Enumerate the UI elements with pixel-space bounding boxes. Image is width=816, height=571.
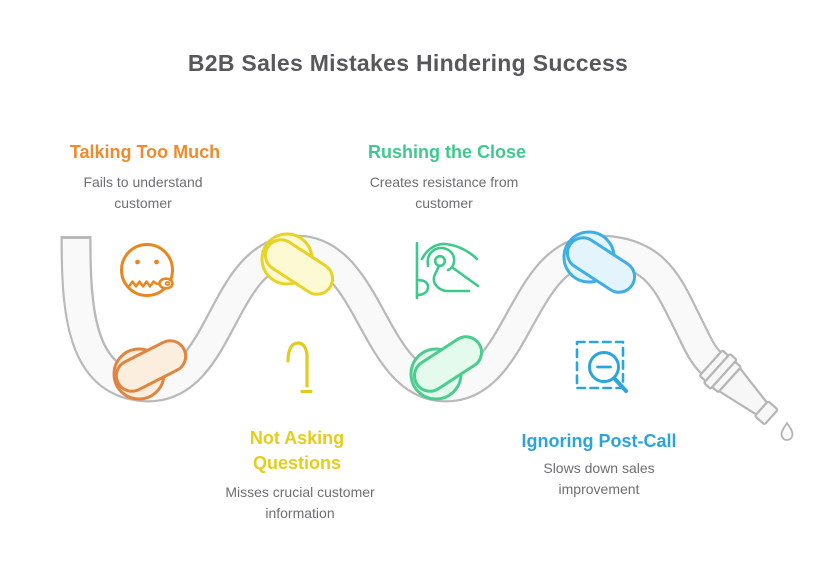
face-eye bbox=[135, 259, 140, 265]
mistake-label-rushing-the-close: Rushing the Close bbox=[367, 142, 526, 162]
hand-finger bbox=[451, 266, 480, 288]
zipper-teeth bbox=[127, 280, 162, 288]
zipped-mouth-face-icon bbox=[120, 243, 174, 297]
mistake-desc-talking-too-much: Fails to understand customer bbox=[83, 174, 203, 211]
hand-top bbox=[420, 242, 479, 261]
mistake-desc-not-asking-questions: Misses crucial customer information bbox=[225, 484, 375, 521]
knot-rushing-the-close bbox=[409, 335, 484, 401]
profile-bump bbox=[415, 278, 430, 297]
page-title: B2B Sales Mistakes Hindering Success bbox=[187, 50, 629, 76]
zipper-pull-hole bbox=[164, 281, 171, 286]
nozzle bbox=[699, 349, 779, 425]
knot-not-asking-questions bbox=[260, 232, 335, 296]
zoom-out-selection-icon bbox=[575, 340, 628, 393]
hook-curve bbox=[286, 341, 309, 388]
mistake-label-not-asking-questions: Not Asking Questions bbox=[249, 428, 345, 473]
knot-strand bbox=[412, 335, 484, 393]
face-outline bbox=[120, 243, 174, 297]
knot-strand bbox=[114, 339, 188, 393]
ear-stem bbox=[432, 264, 471, 293]
dashed-selection-box bbox=[575, 340, 625, 390]
knot-talking-too-much bbox=[112, 339, 188, 401]
ear-inner bbox=[433, 254, 447, 268]
knot-ignoring-post-call bbox=[562, 230, 637, 294]
face-eye bbox=[154, 259, 159, 265]
mistake-desc-rushing-the-close: Creates resistance from customer bbox=[369, 174, 519, 211]
question-hook-icon bbox=[286, 341, 313, 394]
mistake-desc-ignoring-post-call: Slows down sales improvement bbox=[543, 460, 655, 497]
mistake-label-talking-too-much: Talking Too Much bbox=[69, 142, 221, 162]
nozzle-tip bbox=[754, 400, 779, 425]
hand-to-ear-listening-icon bbox=[415, 241, 480, 300]
knot-strand bbox=[565, 236, 637, 294]
knot-strand bbox=[263, 238, 335, 296]
mistake-label-ignoring-post-call: Ignoring Post-Call bbox=[521, 431, 677, 451]
water-droplet-icon bbox=[780, 421, 794, 441]
magnifier-handle bbox=[612, 376, 628, 393]
ear-outer bbox=[426, 246, 456, 272]
